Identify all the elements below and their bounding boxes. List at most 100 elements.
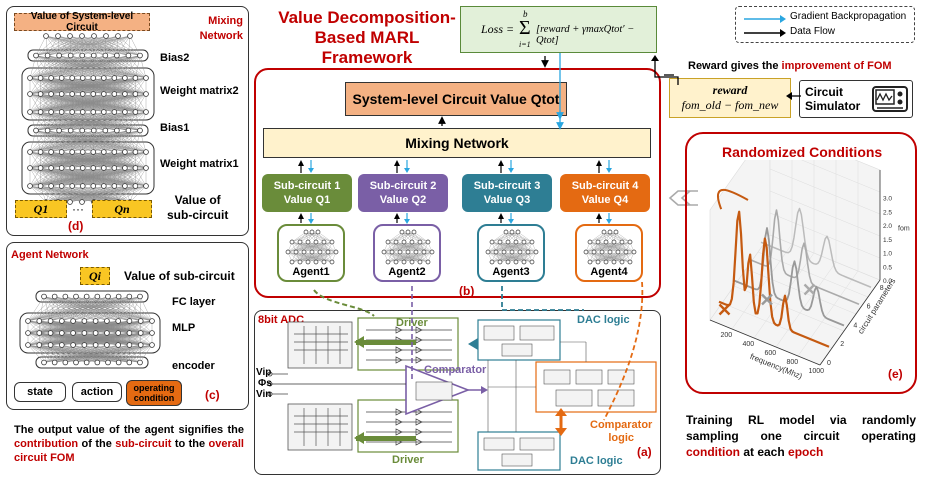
neuron	[48, 75, 54, 81]
z-tick-label: 2.5	[883, 209, 892, 216]
neuron	[67, 52, 74, 59]
circuit-simulator-box: Circuit Simulator	[799, 80, 913, 118]
neuron	[47, 342, 54, 348]
neuron	[58, 75, 65, 81]
neuron	[33, 127, 39, 134]
neuron	[126, 293, 133, 300]
neuron	[101, 75, 107, 81]
agent-4-box: Agent4	[575, 224, 643, 282]
system-value-text: System-level Circuit Value Qtot	[352, 91, 560, 107]
neuron	[73, 293, 79, 300]
operating-condition-pill: operating condition	[126, 380, 182, 406]
action-pill: action	[72, 382, 122, 402]
neuron	[132, 149, 139, 155]
neuron	[111, 183, 118, 189]
neuron	[70, 342, 76, 348]
output-value-note: The output value of the agent signifies …	[14, 423, 244, 465]
x-axis-title: frequency(Mhz)	[749, 352, 804, 381]
neuron	[48, 91, 54, 97]
agent-net-icon	[583, 229, 637, 265]
subcircuit-4-box: Sub-circuit 4 Value Q4	[560, 174, 650, 212]
neuron	[79, 33, 85, 39]
neuron	[79, 91, 86, 97]
reward-to-loss-arrow	[651, 55, 679, 85]
neuron	[56, 127, 62, 134]
y-tick-label: 4	[853, 322, 857, 329]
subcircuit-value: Value Q1	[283, 194, 331, 206]
panel-c-title: Agent Network	[11, 249, 89, 261]
neuron	[143, 91, 149, 97]
comp-logic1: Comparator	[590, 419, 653, 431]
neuron	[37, 75, 44, 81]
neuron	[62, 359, 69, 366]
neuron	[47, 330, 54, 336]
y-tick-label: 6	[867, 304, 871, 311]
z-tick-label: 3.0	[883, 196, 892, 203]
tr-p2: at each	[740, 445, 789, 459]
neuron	[58, 109, 65, 115]
neuron	[114, 52, 120, 59]
neuron	[101, 109, 107, 115]
panel-b-framework	[254, 68, 661, 298]
agent-2-box: Agent2	[373, 224, 441, 282]
neuron	[81, 318, 88, 324]
neuron	[111, 109, 118, 115]
panel-d-mixing	[6, 6, 249, 236]
neuron	[149, 318, 155, 324]
panel-e-title: Randomized Conditions	[722, 144, 883, 160]
sum-symbol: Σ	[519, 17, 531, 39]
neuron	[132, 75, 139, 81]
neuron	[27, 165, 33, 171]
neuron	[27, 75, 33, 81]
value-of-subcircuit-d: Value of sub-circuit	[167, 193, 228, 223]
neuron	[92, 342, 99, 348]
neuron	[137, 127, 143, 134]
x-tick-label: 1000	[809, 368, 825, 375]
neuron	[115, 318, 121, 324]
neuron	[125, 52, 132, 59]
neuron	[37, 109, 44, 115]
neuron	[79, 183, 86, 189]
neuron	[33, 52, 39, 59]
reward-note-prefix: Reward gives the	[688, 60, 782, 72]
mixing-network-diagram	[21, 33, 155, 205]
neuron	[79, 199, 85, 205]
neuron	[143, 165, 149, 171]
neuron	[101, 165, 107, 171]
q1-input: Q1	[15, 200, 67, 218]
neuron	[102, 52, 109, 59]
bt-sub: sub-circuit	[115, 438, 172, 450]
neuron	[137, 330, 144, 336]
neuron	[27, 109, 33, 115]
subcircuit-value: Value Q4	[581, 194, 629, 206]
neuron	[90, 149, 97, 155]
neuron	[104, 330, 110, 336]
panel-d-title1: Mixing	[208, 15, 243, 27]
neuron	[115, 33, 121, 39]
neuron	[90, 109, 97, 115]
bias2-label: Bias2	[160, 52, 190, 64]
neuron	[92, 318, 99, 324]
z-tick-label: 1.5	[883, 237, 892, 244]
panel-d-title2: Network	[199, 30, 243, 42]
mixing-network-text: Mixing Network	[405, 135, 509, 151]
neuron	[115, 359, 122, 366]
x-tick-label: 800	[787, 359, 799, 366]
system-value-header: Value of System-level Circuit	[14, 11, 150, 33]
neuron	[126, 318, 133, 324]
neuron	[137, 342, 144, 348]
subcircuit-label: Sub-circuit 4	[571, 180, 639, 192]
simulator-line1: Circuit	[805, 85, 844, 99]
bt-contribution: contribution	[14, 438, 79, 450]
neuron	[25, 330, 31, 336]
y-tick-label: 8	[880, 285, 884, 292]
neuron	[126, 342, 133, 348]
neuron	[137, 293, 143, 300]
neuron	[67, 199, 73, 205]
neuron	[27, 91, 33, 97]
neuron	[43, 33, 49, 39]
neuron	[143, 75, 149, 81]
bt-p3: to the	[171, 438, 209, 450]
